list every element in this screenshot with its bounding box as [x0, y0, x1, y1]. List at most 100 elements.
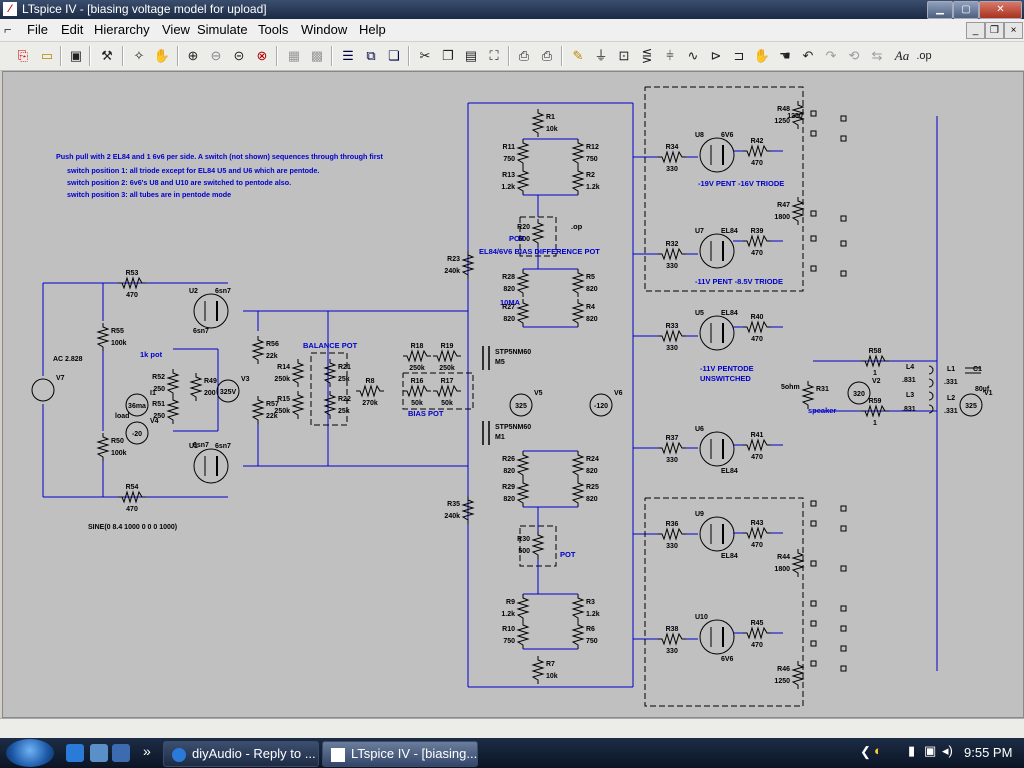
resistor-symbol	[571, 269, 585, 297]
resistor-value: 1.2k	[586, 184, 600, 191]
menu-edit[interactable]: Edit	[61, 22, 84, 37]
voltage-source	[216, 379, 240, 403]
resistor-symbol	[96, 433, 110, 461]
title-bar[interactable]: ⁄ LTspice IV - [biasing voltage model fo…	[0, 0, 1024, 19]
menu-simulate[interactable]: Simulate	[197, 22, 248, 37]
chevron-left-icon[interactable]: ❮	[860, 744, 871, 759]
ie-icon[interactable]	[66, 744, 84, 762]
volume-icon[interactable]: ◂)	[942, 743, 953, 758]
close-button[interactable]: ✕	[979, 1, 1022, 19]
rotate-icon[interactable]: ⟲	[848, 48, 860, 63]
zoom-in-icon[interactable]: ⊕	[187, 48, 199, 63]
diode-icon[interactable]: ⊳	[710, 48, 722, 63]
resistor-value: 820	[586, 286, 598, 293]
toolbar-separator	[561, 46, 563, 66]
component-icon[interactable]: ⊐	[733, 48, 745, 63]
menu-help[interactable]: Help	[359, 22, 386, 37]
resistor-value: 470	[751, 454, 763, 461]
resistor-symbol	[571, 479, 585, 507]
resistor-value: 25k	[338, 376, 350, 383]
mdi-minimize-button[interactable]: _	[966, 22, 985, 39]
toolbar-separator	[331, 46, 333, 66]
schematic-note: Push pull with 2 EL84 and 1 6v6 per side…	[56, 152, 384, 161]
schematic-canvas[interactable]: Push pull with 2 EL84 and 1 6v6 per side…	[2, 71, 1024, 718]
voltage-source	[589, 393, 613, 417]
open-icon[interactable]: ▭	[40, 48, 54, 63]
copy-icon[interactable]: ❐	[442, 48, 454, 63]
inductor-value: .831	[902, 377, 916, 384]
inductor-icon[interactable]: ∿	[687, 48, 699, 63]
resistor-name: R12	[586, 144, 599, 151]
find-icon[interactable]: ⛶	[489, 48, 499, 63]
source-name: V4	[150, 418, 159, 425]
mdi-close-button[interactable]: ×	[1004, 22, 1023, 39]
tile-horizontal-icon[interactable]: ☰	[342, 48, 354, 63]
print-icon[interactable]: ⎙	[541, 48, 553, 63]
speaker-label: speaker	[808, 406, 836, 415]
resistor-value: 22k	[266, 353, 278, 360]
move-icon[interactable]: ✋	[753, 48, 771, 63]
resistor-icon[interactable]: ⋚	[641, 48, 653, 63]
mirror-icon[interactable]: ⇆	[871, 48, 883, 63]
menu-tools[interactable]: Tools	[258, 22, 289, 37]
spice-directive-icon[interactable]: .op	[916, 50, 932, 62]
resistor-value: 330	[666, 543, 678, 550]
task-diyaudio[interactable]: diyAudio - Reply to ...	[163, 741, 319, 767]
ground-icon[interactable]: ⏚	[594, 48, 608, 63]
resistor-name: R55	[111, 328, 124, 335]
task-ltspice[interactable]: LTspice IV - [biasing...	[322, 741, 478, 767]
resistor-name: R22	[338, 396, 351, 403]
wire-icon[interactable]: ✎	[572, 48, 584, 63]
menu-view[interactable]: View	[162, 22, 190, 37]
minimize-button[interactable]: ▁	[927, 1, 953, 19]
zoom-back-icon[interactable]: ⊝	[233, 48, 245, 63]
start-button[interactable]	[6, 739, 54, 767]
switch-contact	[840, 240, 847, 247]
run-icon[interactable]: ✧	[133, 48, 145, 63]
tile-vertical-icon[interactable]: ⧉	[366, 48, 376, 63]
desktop-icon[interactable]	[90, 744, 108, 762]
drag-icon[interactable]: ☚	[779, 48, 791, 63]
resistor-value: 1	[873, 370, 877, 377]
mdi-restore-button[interactable]: ❐	[985, 22, 1004, 39]
close-all-icon[interactable]: ▩	[310, 48, 324, 63]
cascade-icon[interactable]: ❏	[388, 48, 400, 63]
capacitor-icon[interactable]: ⫩	[666, 48, 674, 63]
zoom-out-icon[interactable]: ⊖	[210, 48, 222, 63]
ltspice-logo-icon[interactable]: ⁄	[3, 2, 17, 16]
schematic-drawing[interactable]: Push pull with 2 EL84 and 1 6v6 per side…	[3, 72, 1023, 717]
maximize-button[interactable]: ▢	[953, 1, 979, 19]
text-icon[interactable]: Aa	[894, 48, 910, 63]
new-schematic-icon[interactable]: ⎘	[17, 48, 29, 63]
paste-icon[interactable]: ▤	[464, 48, 478, 63]
clock[interactable]: 9:55 PM	[964, 745, 1013, 760]
print-setup-icon[interactable]: ⎙	[518, 48, 530, 63]
menu-window[interactable]: Window	[301, 22, 348, 37]
tray-app-icon[interactable]: ◐	[874, 743, 882, 758]
label-icon[interactable]: ⊡	[618, 48, 630, 63]
network-icon[interactable]: ▣	[924, 743, 937, 758]
battery-icon[interactable]: ▮	[908, 743, 916, 758]
switch-contact	[810, 620, 817, 627]
toolbar-separator	[508, 46, 510, 66]
menu-hierarchy[interactable]: Hierarchy	[94, 22, 150, 37]
zoom-fit-icon[interactable]: ⊗	[256, 48, 268, 63]
mdi-app-icon[interactable]: ⌐	[4, 22, 12, 37]
resistor-symbol	[291, 391, 305, 419]
redo-icon[interactable]: ↷	[825, 48, 837, 63]
quick-launch-overflow[interactable]: »	[143, 743, 151, 759]
menu-file[interactable]: File	[27, 22, 48, 37]
autoscale-icon[interactable]: ▦	[287, 48, 301, 63]
resistor-value: 750	[503, 156, 515, 163]
cut-icon[interactable]: ✂	[419, 48, 431, 63]
resistor-name: R54	[126, 484, 139, 491]
halt-icon[interactable]: ✋	[153, 48, 171, 63]
voltage-source	[847, 381, 871, 405]
taskbar: » diyAudio - Reply to ... LTspice IV - […	[0, 738, 1024, 768]
switch-windows-icon[interactable]	[112, 744, 130, 762]
control-panel-icon[interactable]: ⚒	[101, 48, 113, 63]
resistor-name: R14	[277, 364, 290, 371]
undo-icon[interactable]: ↶	[802, 48, 814, 63]
save-icon[interactable]: ▣	[69, 48, 83, 63]
source-value: 325	[515, 403, 527, 410]
